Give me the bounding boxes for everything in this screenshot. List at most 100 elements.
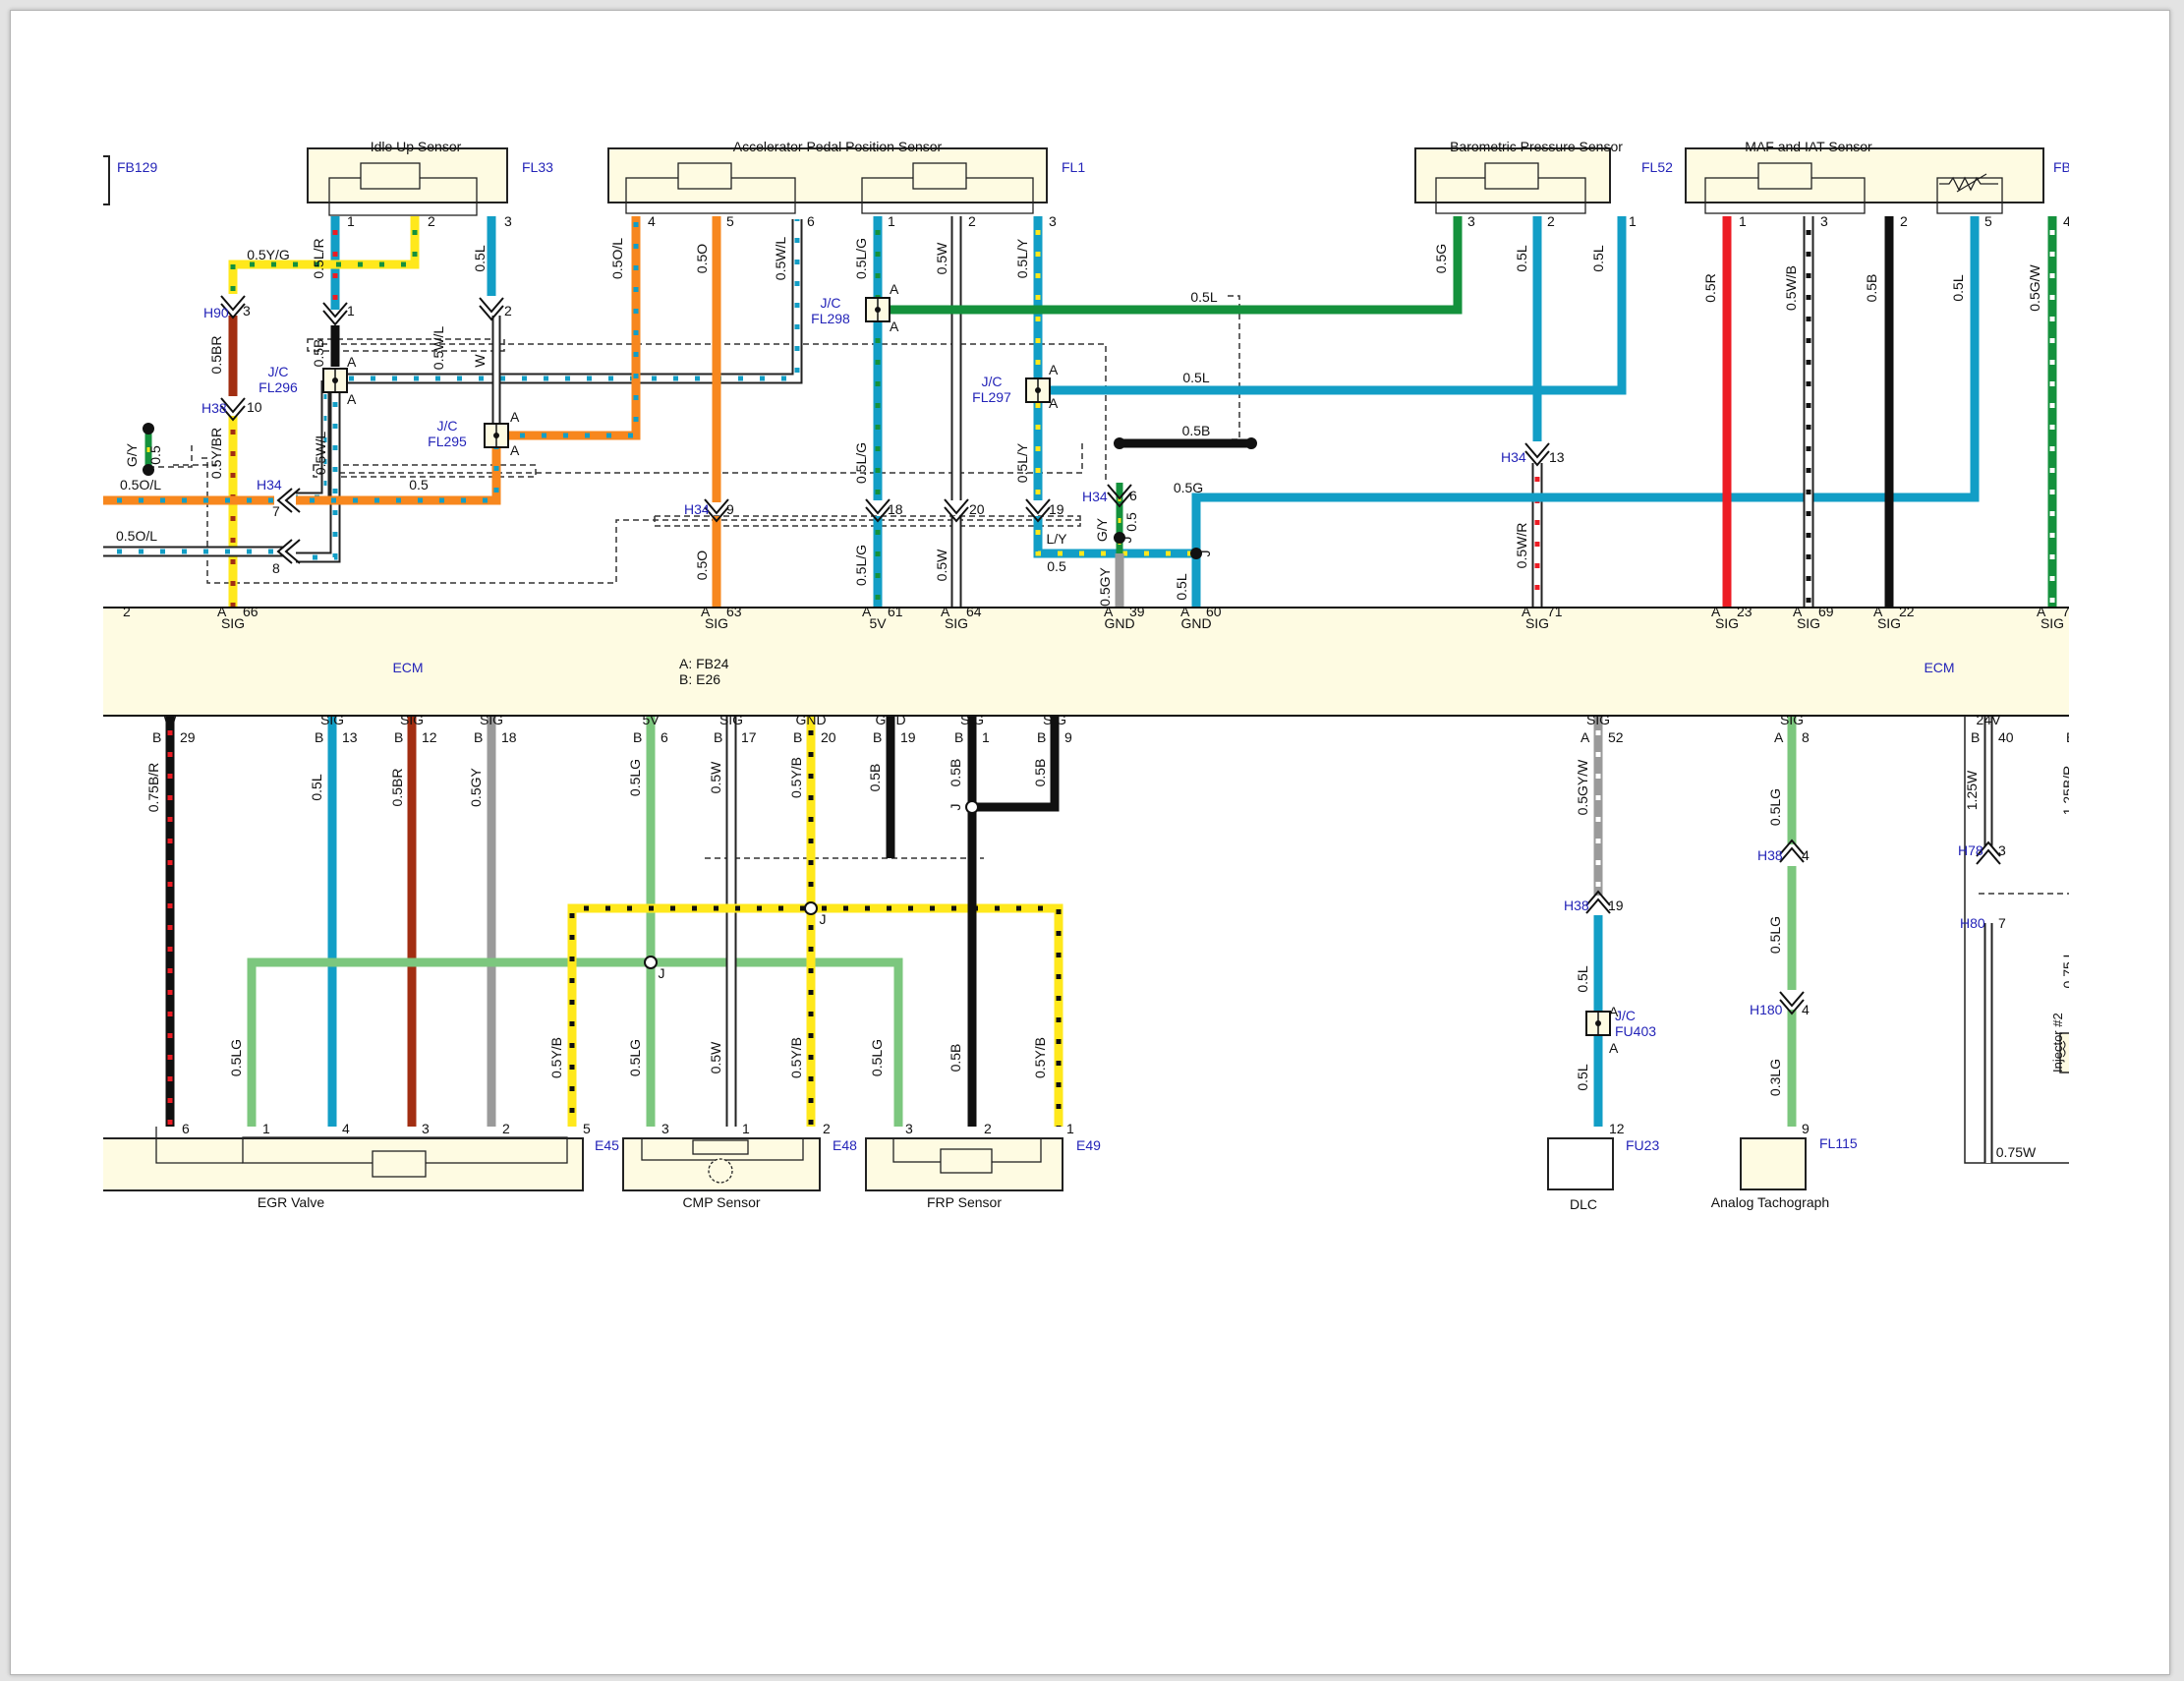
ecm-top-pin-function-6: SIG bbox=[1525, 615, 1549, 631]
junction-dot-8 bbox=[1114, 532, 1125, 544]
wire-layer bbox=[103, 216, 2057, 1163]
wire-label-26: G/Y bbox=[1094, 517, 1110, 542]
wire-label-69: 1.25B/R bbox=[2060, 766, 2076, 816]
wire-label-43: 0.5G/W bbox=[2027, 263, 2042, 311]
ecm-bottom-pin-8: 1 bbox=[982, 729, 990, 745]
wire-label-38: 0.5W/R bbox=[1514, 523, 1529, 569]
h38-ref-c: H38 bbox=[1757, 847, 1783, 863]
ecm-bottom-pin-function-7: GND bbox=[875, 712, 905, 727]
wire-fl296-wl-tracer bbox=[296, 388, 338, 560]
ecm-bottom-pin-function-3: SIG bbox=[480, 712, 503, 727]
ecm-top-pin-1: 63 bbox=[726, 604, 742, 619]
ecm-top-conn-7: A bbox=[1711, 604, 1721, 619]
h34-ref-c: H34 bbox=[1082, 489, 1108, 504]
wire-label-59: 0.5LG bbox=[869, 1039, 885, 1076]
ecm-label-left: ECM bbox=[392, 660, 423, 675]
ecm-top-pin-function-5: GND bbox=[1180, 615, 1211, 631]
jc-fl298-label: J/C bbox=[821, 295, 841, 311]
cmp-sensor-name: CMP Sensor bbox=[682, 1194, 760, 1210]
h38-ref-b: H38 bbox=[1564, 898, 1589, 913]
wire-label-30: 0.5GY bbox=[1097, 567, 1113, 607]
pin-number-16: 4 bbox=[2063, 213, 2071, 229]
ecm-connector-b-text: B: E26 bbox=[679, 671, 720, 687]
wire-label-17: 0.5L/Y bbox=[1014, 238, 1030, 278]
dlc-name: DLC bbox=[1570, 1196, 1597, 1212]
h78-ref: H78 bbox=[1958, 842, 1983, 858]
ecm-bottom-pin-function-12: 24V bbox=[1977, 712, 2002, 727]
ecm-box bbox=[103, 608, 2069, 716]
wire-label-29: 0.5 bbox=[1047, 558, 1066, 574]
idle-up-sensor-name: Idle Up Sensor bbox=[371, 139, 462, 154]
jc-fu403-ref: FU403 bbox=[1615, 1023, 1656, 1039]
pin-number-52: 4 bbox=[1802, 847, 1810, 863]
pin-number-20: 10 bbox=[247, 399, 262, 415]
pin-number-32: A bbox=[510, 442, 520, 458]
apps-name: Accelerator Pedal Position Sensor bbox=[733, 139, 943, 154]
barometric-pressure-sensor bbox=[1414, 147, 1611, 214]
ecm-top-pin-function-3: SIG bbox=[945, 615, 968, 631]
maf-name: MAF and IAT Sensor bbox=[1745, 139, 1872, 154]
pin-number-44: 1 bbox=[742, 1121, 750, 1136]
pin-number-27: 13 bbox=[1549, 449, 1565, 465]
frp-sensor-name: FRP Sensor bbox=[927, 1194, 1002, 1210]
pin-number-9: 3 bbox=[1467, 213, 1475, 229]
wire-fl295-ol-tracer bbox=[506, 216, 639, 438]
h90-ref: H90 bbox=[203, 305, 229, 320]
pin-number-50: 9 bbox=[1802, 1121, 1810, 1136]
wire-label-8: 0.5O/L bbox=[116, 528, 157, 544]
wire-label-31: 0.5L bbox=[1174, 573, 1189, 600]
pin-number-49: 12 bbox=[1609, 1121, 1625, 1136]
pin-number-18: 3 bbox=[243, 303, 251, 319]
ecm-bottom-conn-0: B bbox=[152, 729, 161, 745]
inline-connector-15 bbox=[276, 488, 301, 513]
wire-label-13: 0.5O bbox=[694, 244, 710, 273]
pin-number-34: A bbox=[890, 319, 899, 334]
ecm-bottom-conn-5: B bbox=[714, 729, 722, 745]
ecm-bottom-pin-function-6: GND bbox=[795, 712, 826, 727]
wire-label-72: J bbox=[1197, 551, 1213, 557]
wire-label-61: 0.5Y/B bbox=[1032, 1037, 1048, 1078]
pin-number-56: A bbox=[1609, 1004, 1619, 1019]
wire-label-37: 0.5L bbox=[1590, 245, 1606, 271]
jc-fl297-label: J/C bbox=[982, 374, 1003, 389]
wire-label-9: 0.5W/L bbox=[431, 326, 446, 371]
injector-2 bbox=[1964, 716, 2069, 1164]
wire-label-52: 0.5B bbox=[948, 759, 963, 787]
wire-label-12: 0.5O/L bbox=[609, 238, 625, 279]
wire-label-14: 0.5W/L bbox=[773, 237, 788, 281]
splice-1 bbox=[644, 956, 658, 969]
pin-number-57: A bbox=[1609, 1040, 1619, 1056]
jc-box-dot-4 bbox=[1595, 1020, 1601, 1026]
wire-label-6: 0.5W/L bbox=[313, 432, 328, 476]
wire-label-3: 0.5BR bbox=[208, 336, 224, 375]
wire-label-35: 0.5G bbox=[1174, 480, 1203, 495]
ecm-bottom-conn-8: B bbox=[954, 729, 963, 745]
wire-label-56: 0.5LG bbox=[627, 1039, 643, 1076]
ecm-top-pin-function-9: SIG bbox=[1877, 615, 1901, 631]
wire-label-10: W bbox=[472, 354, 488, 368]
wire-label-42: 0.5L bbox=[1950, 274, 1966, 301]
pin-number-26: 19 bbox=[1049, 501, 1064, 517]
wire-label-71: 0.75W bbox=[1996, 1144, 2037, 1160]
pin-number-45: 2 bbox=[823, 1121, 831, 1136]
ecm-bottom-pin-10: 52 bbox=[1608, 729, 1624, 745]
maf-and-iat-sensor bbox=[1685, 147, 2044, 214]
ecm-bottom-conn-6: B bbox=[793, 729, 802, 745]
ecm-top-conn-6: A bbox=[1522, 604, 1531, 619]
inline-connector-10 bbox=[1585, 890, 1611, 914]
inline-connector-4 bbox=[704, 498, 729, 523]
wire-label-75: J bbox=[948, 804, 963, 811]
frp-sensor-ref: E49 bbox=[1076, 1137, 1101, 1153]
pin-number-40: 3 bbox=[422, 1121, 430, 1136]
ecm-bottom-pin-function-10: SIG bbox=[1586, 712, 1610, 727]
wire-label-11: 0.5 bbox=[409, 477, 429, 493]
pin-number-33: A bbox=[890, 281, 899, 297]
wire-label-16: 0.5W bbox=[934, 242, 949, 274]
ecm-top-pin-function-1: SIG bbox=[705, 615, 728, 631]
wire-label-18: 0.5G bbox=[1433, 244, 1449, 273]
ecm-bottom-pin-2: 12 bbox=[422, 729, 437, 745]
ecm-bottom-conn-10: A bbox=[1581, 729, 1590, 745]
junction-dot-4 bbox=[1114, 437, 1125, 449]
pin-number-28: 6 bbox=[1129, 488, 1137, 503]
frp-sensor bbox=[865, 1137, 1063, 1191]
